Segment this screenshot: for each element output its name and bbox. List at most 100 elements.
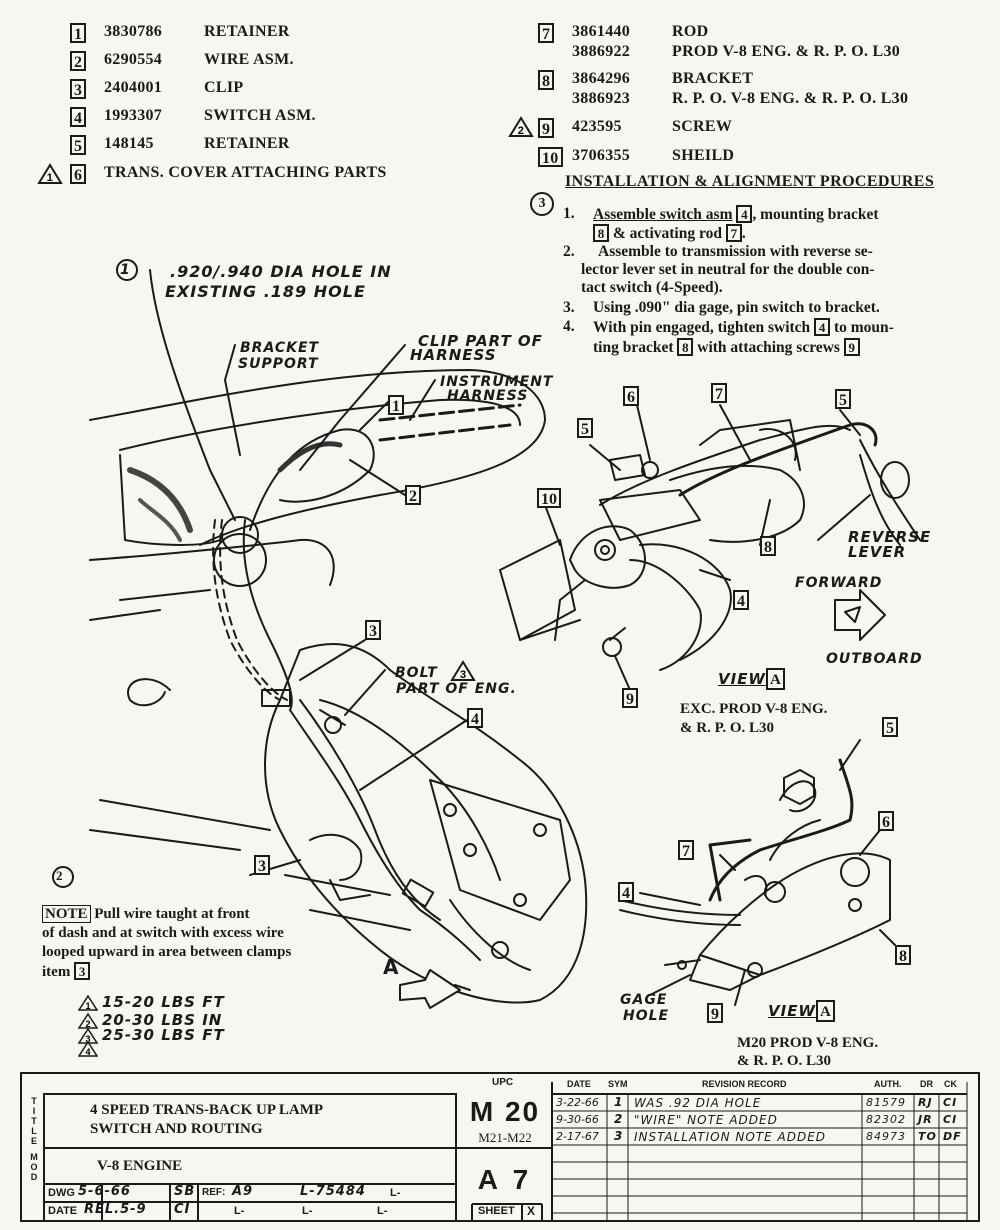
callout-box: 5 bbox=[835, 389, 851, 409]
revision-text: WAS .92 DIA HOLE bbox=[634, 1096, 762, 1110]
part-name: SWITCH ASM. bbox=[204, 107, 316, 124]
item-box: 10 bbox=[538, 147, 563, 167]
svg-text:4: 4 bbox=[85, 1047, 90, 1057]
revision-text: "WIRE" NOTE ADDED bbox=[634, 1113, 778, 1127]
revision-auth: 82302 bbox=[866, 1113, 906, 1126]
part-number: 3830786 bbox=[104, 23, 163, 40]
step-text: With pin engaged, tighten switch bbox=[593, 319, 811, 336]
view-word: VIEW bbox=[768, 1002, 816, 1020]
step-text: . bbox=[741, 225, 746, 242]
part-name-alt: R. P. O. V-8 ENG. & R. P. O. L30 bbox=[672, 90, 909, 107]
auth-header: AUTH. bbox=[874, 1079, 902, 1089]
sheet-code: A 7 bbox=[477, 1164, 533, 1195]
callout-box: 9 bbox=[707, 1003, 723, 1023]
view-arrow-label: A bbox=[383, 955, 400, 979]
revision-dr: TO bbox=[918, 1130, 937, 1143]
revision-dr: RJ bbox=[918, 1096, 933, 1109]
drawing-title: 4 SPEED TRANS-BACK UP LAMP bbox=[90, 1102, 324, 1118]
procedures-title: INSTALLATION & ALIGNMENT PROCEDURES bbox=[565, 173, 935, 190]
view-caption: EXC. PROD V-8 ENG. bbox=[680, 701, 828, 717]
part-number: 3706355 bbox=[572, 147, 631, 164]
torque-value: 25-30 LBS FT bbox=[102, 1026, 225, 1044]
title-block-lines bbox=[22, 1074, 978, 1220]
upc-header: UPC bbox=[492, 1077, 514, 1088]
bracket-support-label: BRACKET bbox=[240, 340, 320, 356]
revision-header: REVISION RECORD bbox=[702, 1079, 787, 1089]
part-name: SCREW bbox=[672, 118, 733, 135]
warning-triangle-icon: 3 bbox=[450, 660, 476, 681]
l-dash: L- bbox=[390, 1187, 401, 1199]
clip-part-label: CLIP PART OF bbox=[418, 332, 543, 350]
svg-text:3: 3 bbox=[85, 1034, 90, 1044]
step-text: to moun- bbox=[833, 319, 894, 336]
part-number: 1993307 bbox=[104, 107, 163, 124]
note-line: item 3 bbox=[42, 962, 91, 981]
warning-triangle-icon: 4 bbox=[77, 1040, 99, 1057]
gage-hole-label: GAGE bbox=[620, 992, 668, 1008]
svg-text:2: 2 bbox=[85, 1019, 90, 1029]
ref-value: A9 bbox=[232, 1184, 254, 1199]
side-letter: T bbox=[31, 1096, 37, 1106]
callout-box: 5 bbox=[882, 717, 898, 737]
part-number: 3864296 bbox=[572, 70, 631, 87]
part-name: RETAINER bbox=[204, 23, 290, 40]
revision-ck: CI bbox=[943, 1113, 958, 1126]
warning-triangle-icon: 1 bbox=[77, 994, 99, 1011]
reverse-lever-label: LEVER bbox=[848, 543, 907, 561]
callout-box: 7 bbox=[711, 383, 727, 403]
callout-box: 2 bbox=[405, 485, 421, 505]
item-box: 2 bbox=[70, 51, 87, 71]
part-number-alt: 3886922 bbox=[572, 43, 631, 60]
revision-sym: 1 bbox=[614, 1095, 624, 1109]
callout-box: 10 bbox=[537, 488, 561, 508]
side-letter: M bbox=[30, 1152, 38, 1162]
instrument-harness-label: INSTRUMENT bbox=[440, 374, 554, 390]
note-text: Pull wire taught at front bbox=[94, 906, 250, 922]
revision-dr: JR bbox=[918, 1113, 933, 1126]
callout-box: 8 bbox=[760, 536, 776, 556]
clip-part-label: HARNESS bbox=[410, 346, 497, 364]
bolt-label: PART OF ENG. bbox=[396, 681, 517, 697]
instrument-harness-label: HARNESS bbox=[447, 388, 529, 404]
date-header: DATE bbox=[567, 1079, 591, 1089]
outboard-label: OUTBOARD bbox=[826, 651, 923, 667]
dash-outline bbox=[90, 370, 545, 545]
upc-sub: M21-M22 bbox=[478, 1130, 532, 1145]
bolt-label: BOLT bbox=[395, 665, 438, 681]
date-label: DATE bbox=[48, 1205, 78, 1217]
revision-date: 2-17-67 bbox=[556, 1130, 599, 1143]
callout-box: 3 bbox=[365, 620, 381, 640]
part-name: WIRE ASM. bbox=[204, 51, 294, 68]
step-text: , mounting bracket bbox=[752, 206, 879, 223]
torque-row: 1 15-20 LBS FT bbox=[77, 993, 225, 1012]
revision-auth: 84973 bbox=[866, 1130, 906, 1143]
callout-box: 9 bbox=[622, 688, 638, 708]
callout-box: 8 bbox=[895, 945, 911, 965]
torque-value: 15-20 LBS FT bbox=[102, 993, 225, 1011]
item-box: 9 bbox=[843, 338, 860, 356]
date-value: REL.5-9 bbox=[84, 1202, 147, 1217]
note-text: item bbox=[42, 964, 71, 980]
note-text: of dash and at switch with excess wire bbox=[42, 925, 284, 941]
part-name: TRANS. COVER ATTACHING PARTS bbox=[104, 164, 387, 181]
side-letter: I bbox=[32, 1106, 36, 1116]
dwg-label: DWG bbox=[48, 1187, 75, 1199]
item-box: 4 bbox=[736, 205, 753, 223]
item-box: 3 bbox=[70, 79, 87, 99]
item-box: 8 bbox=[538, 70, 555, 90]
title-side-label: T I T L E bbox=[28, 1096, 40, 1146]
forward-label: FORWARD bbox=[795, 575, 883, 591]
step-text: Using .090" dia gage, pin switch to brac… bbox=[593, 299, 880, 316]
revision-date: 3-22-66 bbox=[556, 1096, 599, 1109]
note-marker: 2 bbox=[56, 868, 63, 883]
step-number: 3. bbox=[563, 299, 575, 316]
dr-header: DR bbox=[920, 1079, 933, 1089]
callout-box: 4 bbox=[618, 882, 634, 902]
side-letter: T bbox=[31, 1116, 37, 1126]
hole-note: EXISTING .189 HOLE bbox=[165, 282, 366, 301]
hole-note: .920/.940 DIA HOLE IN bbox=[170, 262, 392, 281]
revision-text: INSTALLATION NOTE ADDED bbox=[634, 1130, 827, 1144]
sheet-x: X bbox=[527, 1204, 536, 1218]
side-letter: O bbox=[30, 1162, 38, 1172]
ref-label: REF: bbox=[202, 1187, 226, 1198]
